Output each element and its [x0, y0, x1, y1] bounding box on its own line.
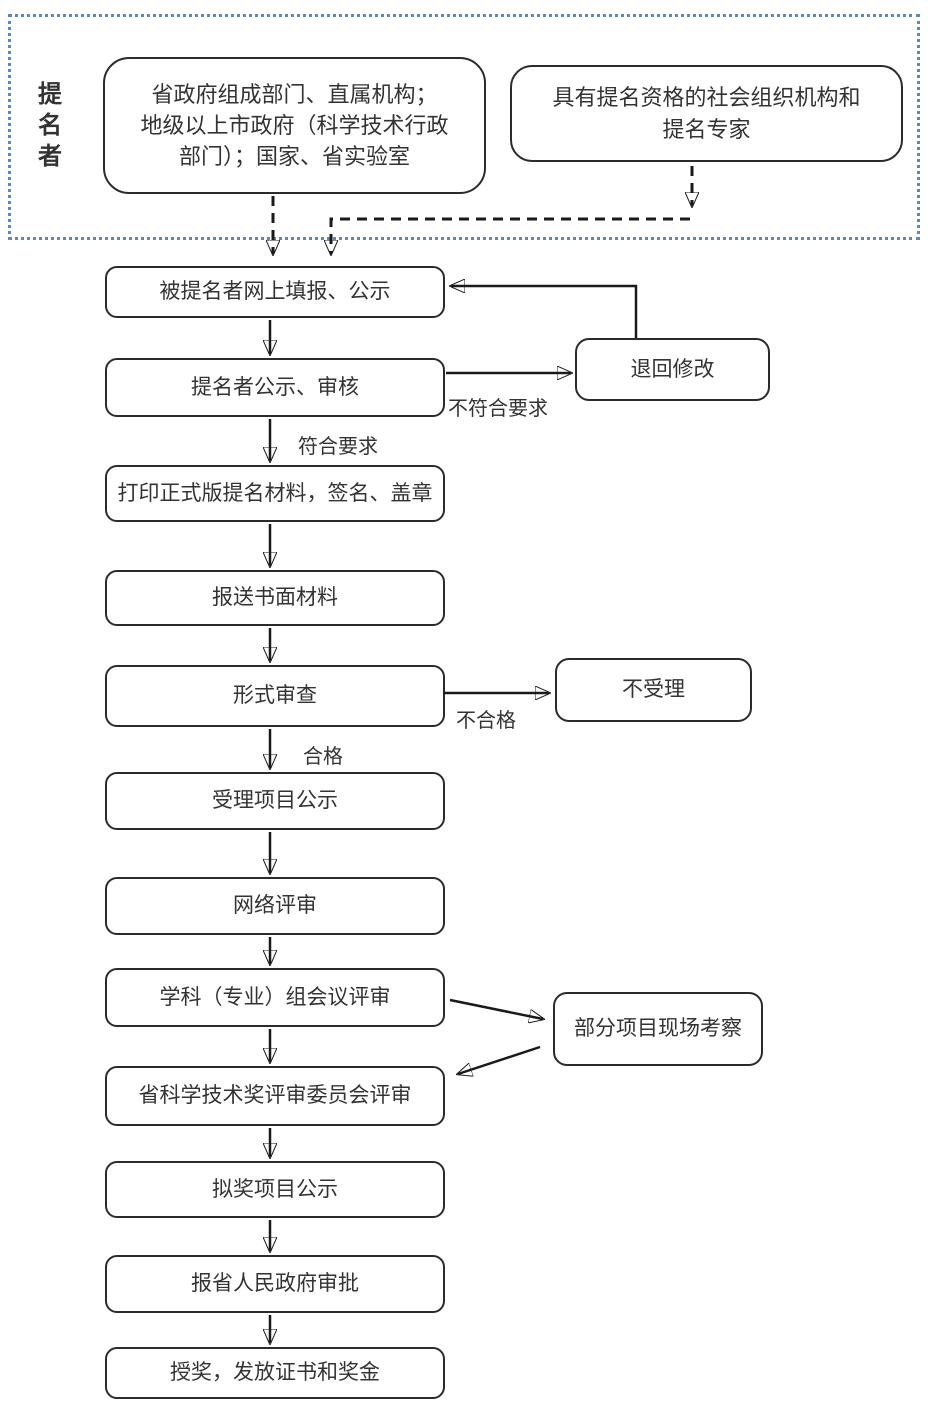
label-not-meet-requirements: 不符合要求 [448, 398, 548, 420]
step-award-certificates-bonus: 授奖，发放证书和奖金 [105, 1347, 445, 1399]
step-nominator-publicity-review: 提名者公示、审核 [105, 358, 445, 417]
step-online-filing-publicity: 被提名者网上填报、公示 [105, 266, 445, 318]
arrow-group-to-inspection [449, 998, 543, 1019]
step-award-review-committee: 省科学技术奖评审委员会评审 [105, 1066, 445, 1126]
gov-nominators-box: 省政府组成部门、直属机构； 地级以上市政府（科学技术行政 部门）；国家、省实验室 [103, 57, 486, 194]
return-revise-box: 退回修改 [575, 338, 770, 401]
social-nominators-box: 具有提名资格的社会组织机构和 提名专家 [510, 65, 903, 162]
step-provincial-government-approval: 报省人民政府审批 [105, 1255, 445, 1313]
step-submit-written-materials: 报送书面材料 [105, 570, 445, 626]
nominators-label: 提名者 [38, 82, 62, 171]
step-proposed-award-publicity: 拟奖项目公示 [105, 1161, 445, 1218]
step-print-sign-seal: 打印正式版提名材料，签名、盖章 [105, 465, 445, 522]
site-inspection-box: 部分项目现场考察 [553, 992, 763, 1066]
label-meet-requirements: 符合要求 [298, 436, 378, 458]
label-qualified: 合格 [303, 746, 343, 768]
arrow-revise-return-to-filing [451, 286, 638, 338]
arrow-inspection-to-committee [458, 1045, 541, 1074]
step-accepted-projects-publicity: 受理项目公示 [105, 772, 445, 830]
step-discipline-group-meeting-review: 学科（专业）组会议评审 [105, 968, 445, 1027]
not-accepted-box: 不受理 [555, 658, 752, 722]
step-formal-examination: 形式审查 [105, 665, 445, 727]
label-unqualified: 不合格 [456, 710, 516, 732]
step-online-review: 网络评审 [105, 877, 445, 935]
